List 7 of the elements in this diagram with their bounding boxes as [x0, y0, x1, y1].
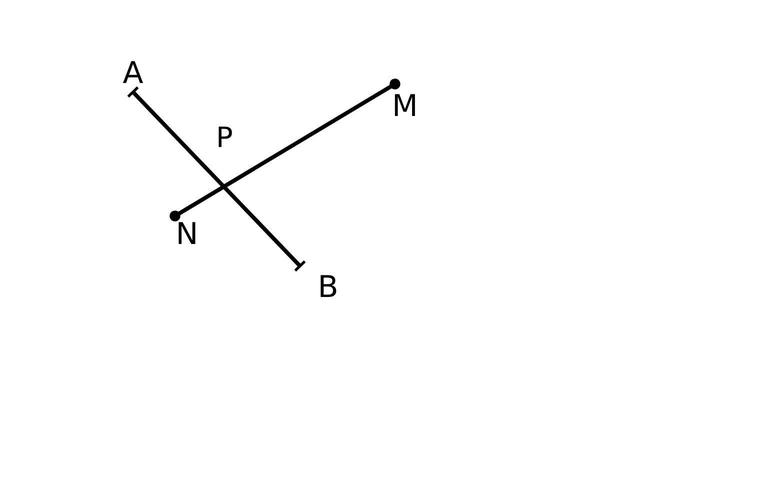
point-label: P	[216, 124, 233, 152]
point-label: M	[392, 92, 418, 122]
point-label: A	[122, 59, 144, 89]
line-segment	[126, 86, 306, 272]
point-label: N	[176, 220, 198, 250]
point-label: B	[318, 273, 338, 303]
line-segment	[170, 78, 400, 222]
